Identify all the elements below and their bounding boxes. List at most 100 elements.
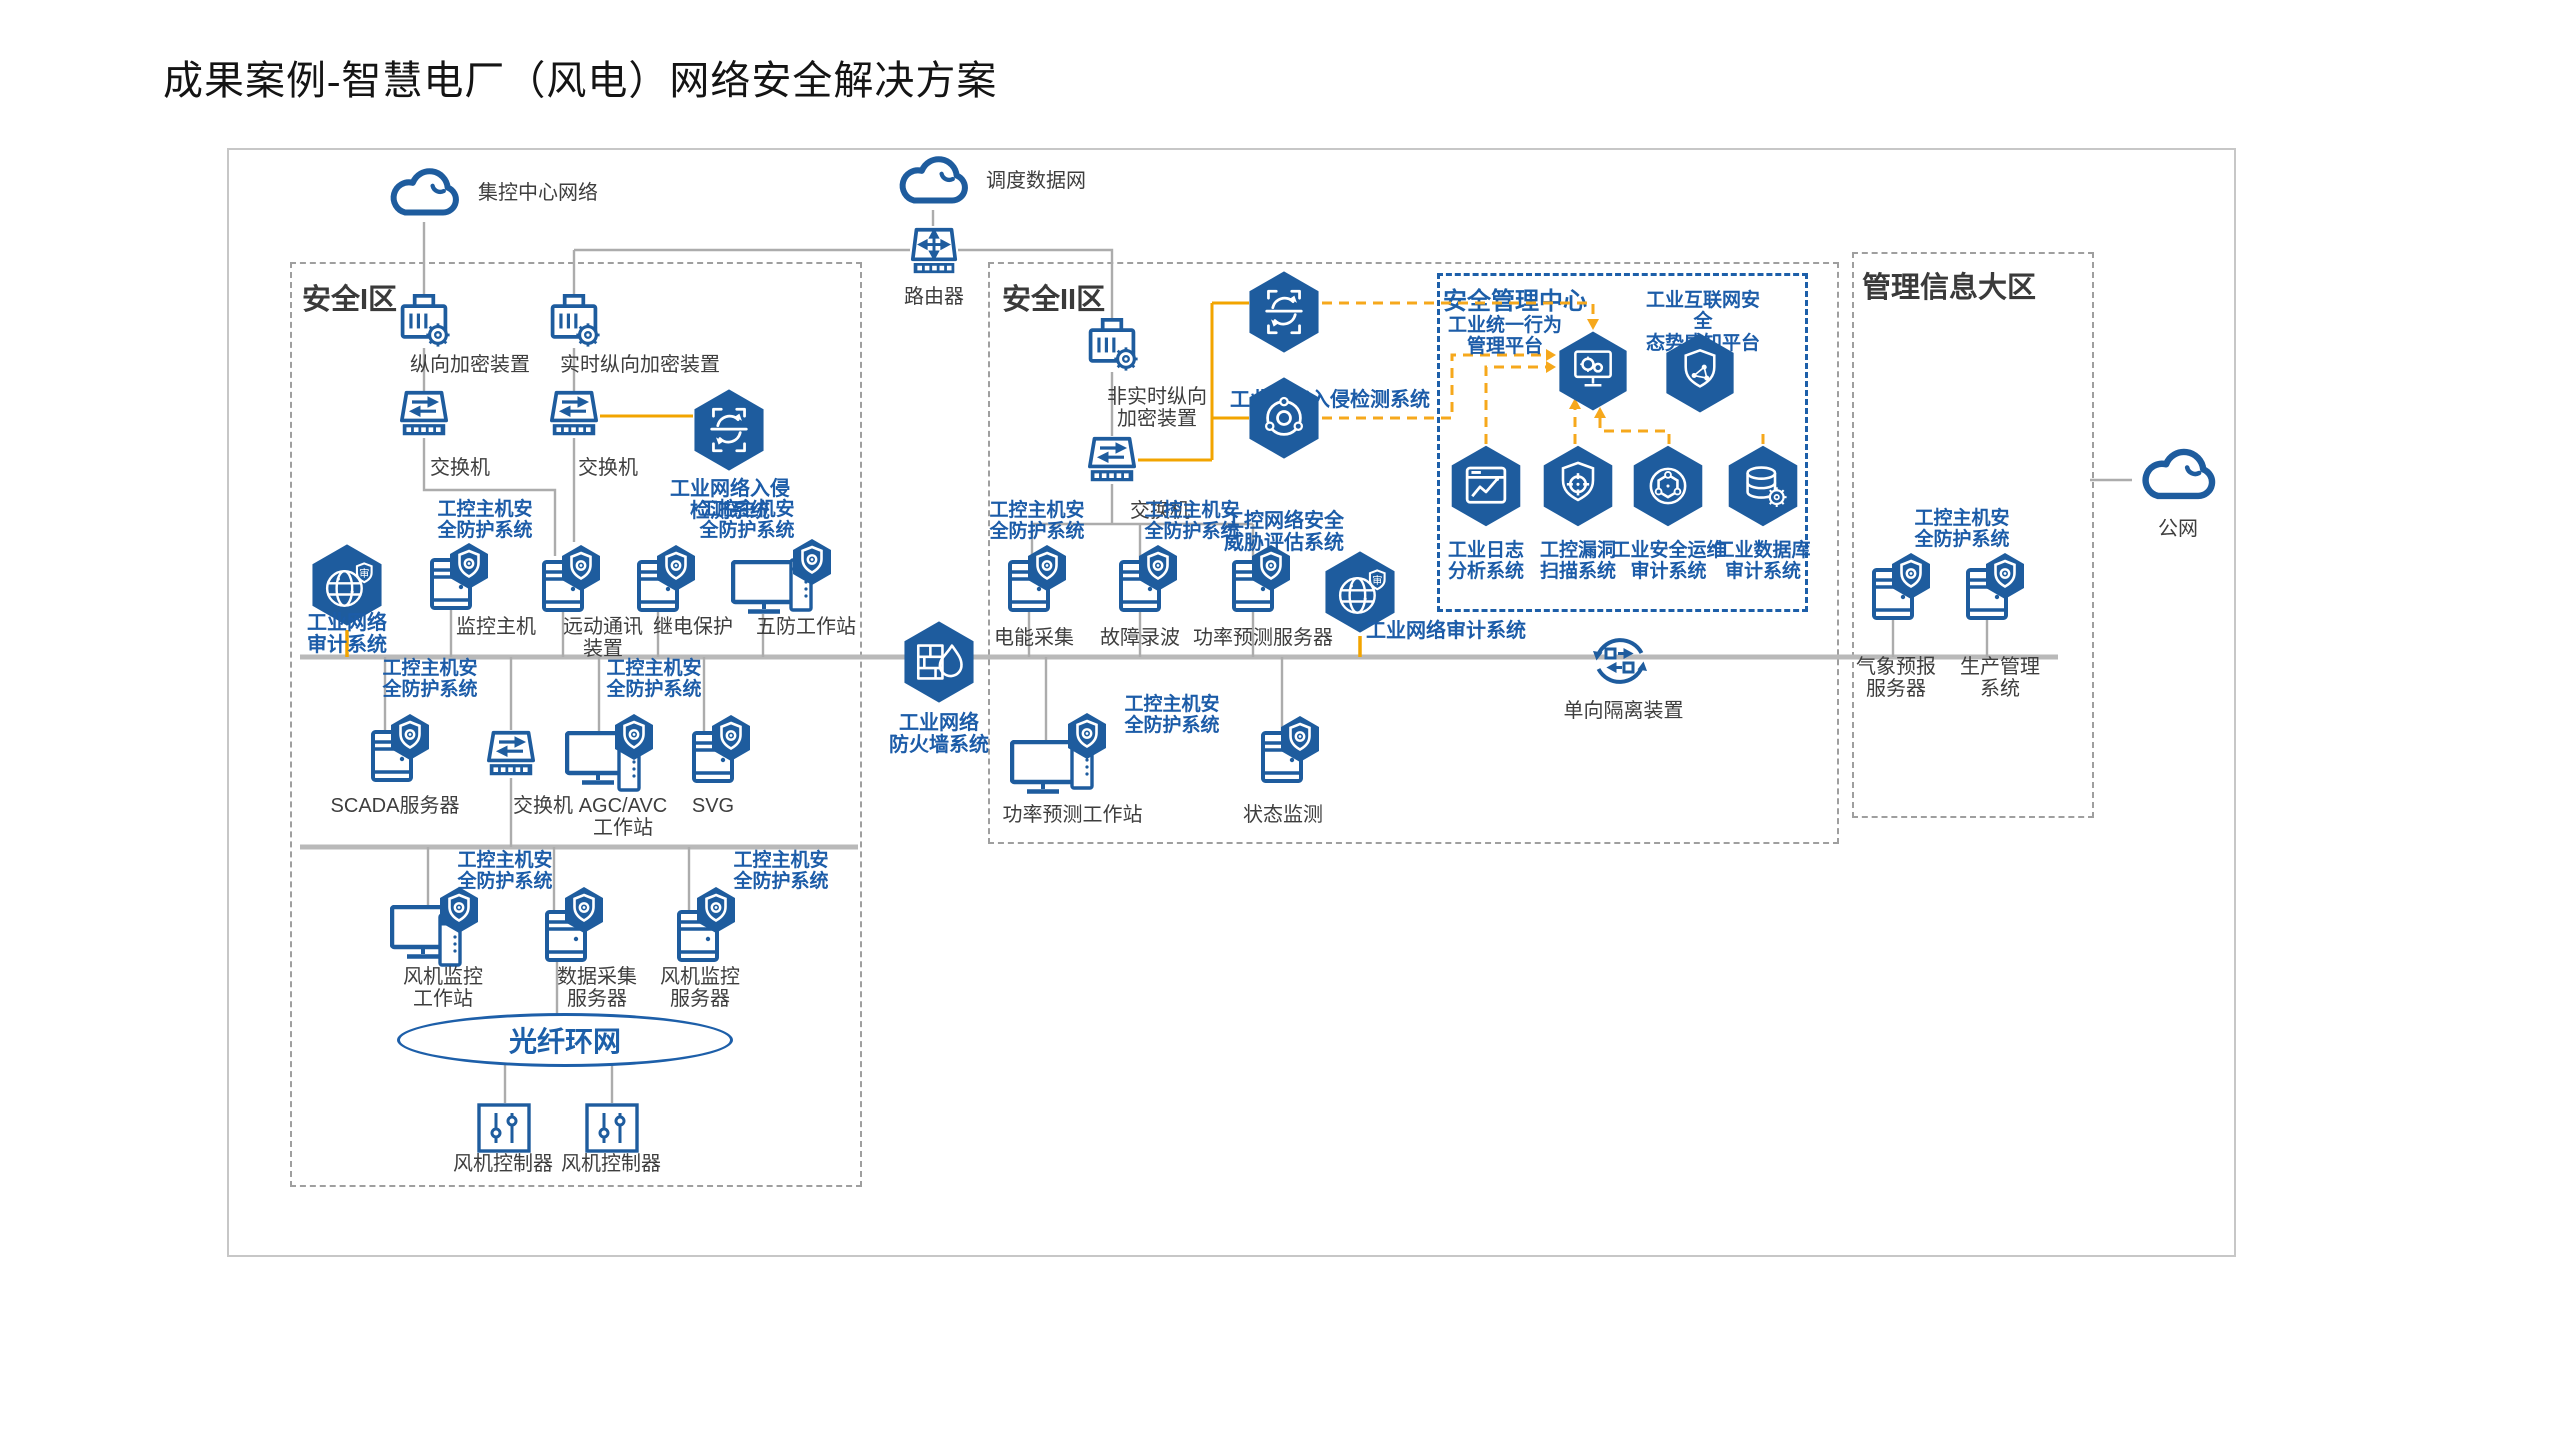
- fan-monitor-server-shield-icon: [695, 886, 737, 934]
- switch3-icon: [1086, 436, 1138, 484]
- audit-zone2-label: 工业网络审计系统: [1366, 620, 1526, 642]
- pms-label: 生产管理 系统: [1960, 656, 2040, 701]
- db-audit-label: 工业数据库 审计系统: [1715, 540, 1811, 583]
- hips-label-z2c: 工控主机安 全防护系统: [1124, 694, 1220, 737]
- switch2-label: 交换机: [578, 457, 638, 479]
- energy-collect-shield-icon: [1026, 544, 1068, 592]
- switch1-icon: [398, 390, 450, 438]
- power-forecast-ws-label: 功率预测工作站: [1002, 804, 1143, 826]
- condition-monitor-label: 状态监测: [1243, 804, 1323, 826]
- condition-monitor-shield-icon: [1279, 715, 1321, 763]
- hips-label-z2a: 工控主机安 全防护系统: [989, 500, 1085, 543]
- weather-server-shield-icon: [1890, 552, 1932, 600]
- hips-label-z1r2b: 工控主机安 全防护系统: [606, 658, 702, 701]
- fan-monitor-ws-label: 风机监控 工作站: [403, 966, 483, 1011]
- switch1-label: 交换机: [430, 457, 490, 479]
- svg-shield-icon: [710, 714, 752, 762]
- log-analysis-hexagon-icon: [1448, 444, 1524, 528]
- hips-label-z1r1a: 工控主机安 全防护系统: [437, 499, 533, 542]
- vuln-scan-label: 工控漏洞 扫描系统: [1539, 540, 1616, 583]
- zone-security-2: [988, 262, 1839, 844]
- log-analysis-label: 工业日志 分析系统: [1447, 540, 1524, 583]
- fan-controller2-icon: [585, 1103, 639, 1153]
- relay-protection-shield-icon: [655, 544, 697, 592]
- five-proof-monitor-icon: [731, 560, 797, 616]
- ids-zone1-label: 工业网络入侵 检测系统: [670, 478, 790, 523]
- public-network-cloud-icon: [2132, 440, 2224, 506]
- hips-label-z2b: 工控主机安 全防护系统: [1144, 500, 1240, 543]
- relay-protection-label: 继电保护: [653, 616, 733, 638]
- behavior-platform-label: 工业统一行为 管理平台: [1447, 315, 1562, 358]
- dispatch-data-cloud-label: 调度数据网: [986, 170, 1086, 192]
- threat-assess-label: 工控网络安全 威胁评估系统: [1224, 510, 1344, 555]
- ops-audit-hexagon-icon: [1630, 444, 1706, 528]
- behavior-platform-hexagon-icon: [1556, 329, 1630, 413]
- fault-record-label: 故障录波: [1100, 627, 1180, 649]
- mis-zone-title: 管理信息大区: [1862, 272, 2037, 304]
- energy-collect-label: 电能采集: [994, 627, 1074, 649]
- telecontrol-shield-icon: [560, 544, 602, 592]
- scada-label: SCADA服务器: [330, 795, 460, 817]
- zone2-title: 安全II区: [1002, 284, 1106, 316]
- vertical-encryption-label: 纵向加密装置: [410, 354, 530, 376]
- realtime-encryption-device-icon: [547, 294, 601, 348]
- fan-controller1-icon: [477, 1103, 531, 1153]
- page-title: 成果案例-智慧电厂（风电）网络安全解决方案: [163, 58, 998, 103]
- hips-label-z1r3b: 工控主机安 全防护系统: [733, 850, 829, 893]
- db-audit-hexagon-icon: [1725, 444, 1801, 528]
- monitor-host-label: 监控主机: [456, 616, 536, 638]
- fan-controller2-label: 风机控制器: [561, 1153, 661, 1175]
- zone1-title: 安全I区: [302, 284, 398, 316]
- one-way-gap-label: 单向隔离装置: [1563, 700, 1684, 722]
- svg-label: SVG: [691, 795, 735, 817]
- firewall-hexagon-icon: [901, 619, 977, 705]
- central-control-cloud-icon: [381, 160, 467, 222]
- agc-avc-ws-label: AGC/AVC 工作站: [578, 795, 668, 840]
- router-icon: [910, 226, 958, 276]
- zone-management-info: [1852, 252, 2094, 818]
- nonrealtime-encryption-label: 非实时纵向 加密装置: [1107, 386, 1207, 431]
- daq-server-shield-icon: [563, 886, 605, 934]
- five-proof-ws-label: 五防工作站: [756, 616, 856, 638]
- zone-security-mgmt-center: [1437, 273, 1808, 612]
- hips-label-z1r3a: 工控主机安 全防护系统: [457, 850, 553, 893]
- realtime-encryption-label: 实时纵向加密装置: [560, 354, 720, 376]
- audit-zone1-label: 工业网络 审计系统: [307, 612, 387, 657]
- fiber-ring-label: 光纤环网: [508, 1026, 621, 1057]
- switch2-icon: [548, 390, 600, 438]
- switch4-label: 交换机: [513, 795, 573, 817]
- public-network-cloud-label: 公网: [2158, 518, 2198, 540]
- smc-title: 安全管理中心: [1443, 288, 1587, 315]
- dispatch-data-cloud-icon: [890, 148, 976, 210]
- firewall-label: 工业网络 防火墙系统: [889, 712, 989, 757]
- router-label: 路由器: [904, 286, 964, 308]
- monitor-host-shield-icon: [448, 542, 490, 590]
- vertical-encryption-device-icon: [397, 294, 451, 348]
- central-control-cloud-label: 集控中心网络: [478, 182, 598, 204]
- daq-server-label: 数据采集 服务器: [557, 966, 637, 1011]
- telecontrol-label: 远动通讯 装置: [563, 616, 643, 661]
- ids-zone1-hexagon-icon: [691, 387, 767, 473]
- switch4-icon: [485, 730, 537, 778]
- hips-label-z1r2a: 工控主机安 全防护系统: [382, 658, 478, 701]
- ids-zone2-hexagon-icon: [1246, 269, 1322, 355]
- fiber-ring-ellipse: 光纤环网: [397, 1013, 733, 1067]
- threat-assess-hexagon-icon: [1246, 375, 1322, 461]
- scada-shield-icon: [389, 713, 431, 761]
- agc-avc-shield-icon: [613, 713, 655, 761]
- power-forecast-ws-shield-icon: [1066, 712, 1108, 760]
- vuln-scan-hexagon-icon: [1540, 444, 1616, 528]
- fan-monitor-ws-shield-icon: [438, 886, 480, 934]
- one-way-gap-icon: [1591, 632, 1649, 690]
- zone-security-1: [290, 262, 862, 1187]
- weather-server-label: 气象预报 服务器: [1856, 656, 1936, 701]
- pms-server-shield-icon: [1984, 552, 2026, 600]
- fault-record-shield-icon: [1137, 544, 1179, 592]
- fan-controller1-label: 风机控制器: [453, 1153, 553, 1175]
- ops-audit-label: 工业安全运维 审计系统: [1611, 540, 1726, 583]
- power-forecast-server-shield-icon: [1250, 544, 1292, 592]
- hips-label-z1r1b: 工控主机安 全防护系统: [699, 499, 795, 542]
- switch3-label: 交换机: [1130, 500, 1190, 522]
- five-proof-shield-icon: [791, 538, 833, 586]
